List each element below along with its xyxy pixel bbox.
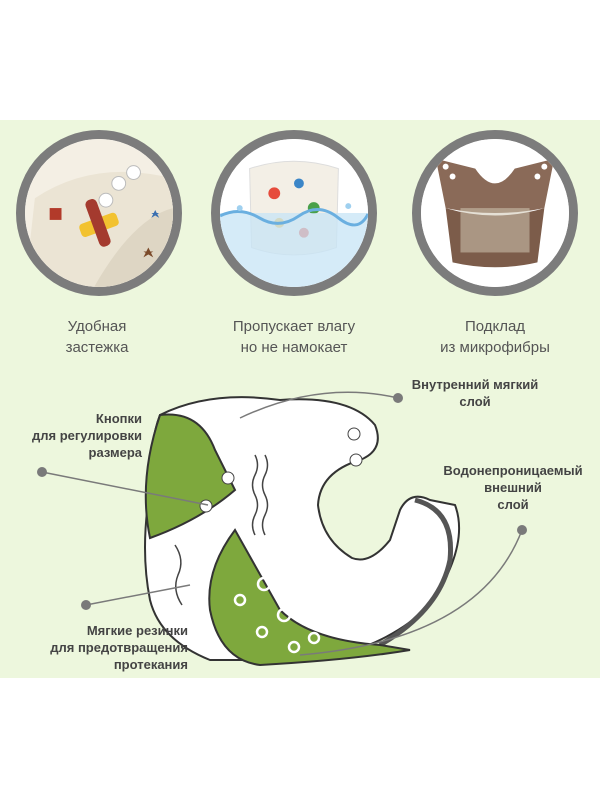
- snap-icon: [349, 453, 363, 467]
- callout-inner-layer: Внутренний мягкий слой: [411, 377, 539, 409]
- snap-icon: [199, 499, 213, 513]
- feature-caption-lining: Подклад из микрофибры: [440, 318, 550, 356]
- waterproof-rim: [378, 497, 454, 648]
- snap-icon: [347, 427, 361, 441]
- diaper-snaps-closeup-image: [25, 139, 173, 287]
- callout-outer-layer: Водонепроницаемый внешний слой: [443, 463, 583, 512]
- feature-photo-lining: [412, 130, 578, 296]
- diaper-diagram: [37, 391, 527, 667]
- feature-photo-water: [211, 130, 377, 296]
- left-green-wing: [144, 413, 237, 540]
- feature-caption-water: Пропускает влагу но не намокает: [232, 318, 356, 356]
- diaper-in-water-image: [220, 139, 368, 287]
- feature-photo-snaps: [16, 130, 182, 296]
- callout-dot: [81, 600, 91, 610]
- feature-caption-snaps: Удобная застежка: [65, 318, 129, 356]
- callout-dot: [393, 393, 403, 403]
- callout-dot: [517, 525, 527, 535]
- bottom-green-panel: [208, 528, 411, 667]
- callout-elastic: Мягкие резинки для предотвращения протек…: [50, 623, 188, 672]
- callout-dot: [37, 467, 47, 477]
- microfiber-lining-image: [421, 139, 569, 287]
- callout-snaps: Кнопки для регулировки размера: [32, 411, 142, 460]
- snap-icon: [221, 471, 235, 485]
